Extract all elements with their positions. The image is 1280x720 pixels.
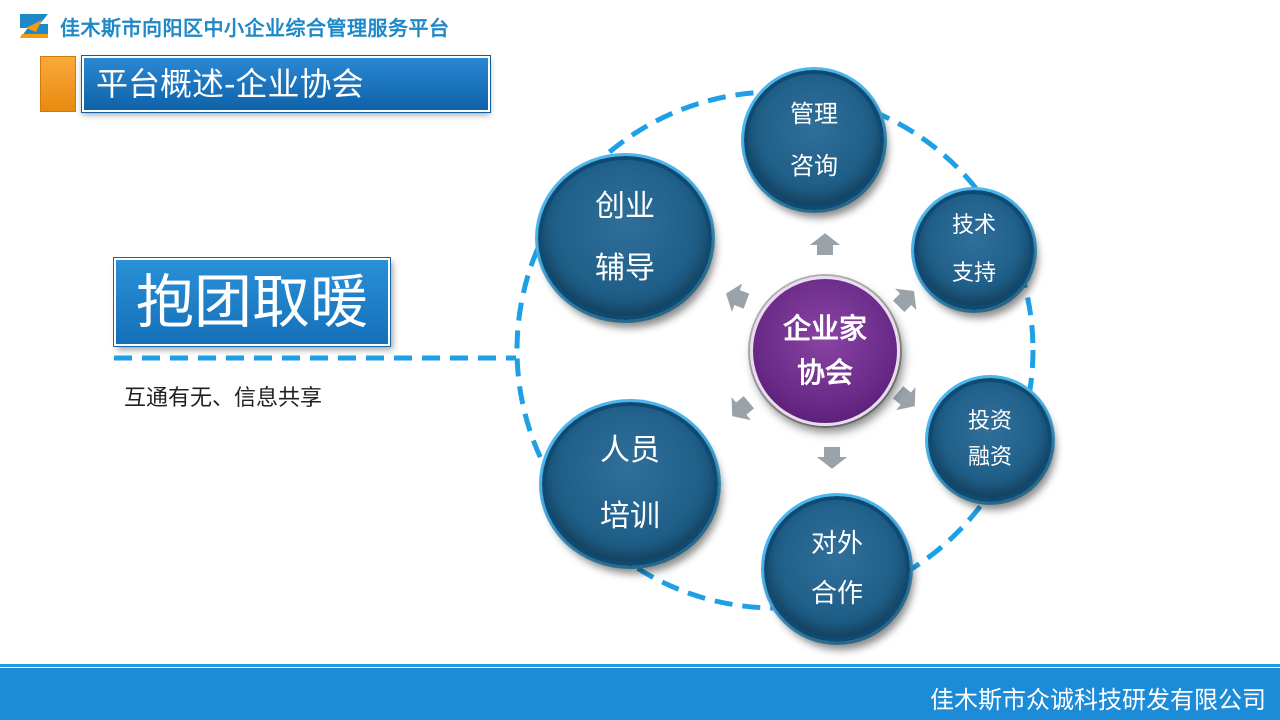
node-tech-line1: 技术 xyxy=(951,213,996,238)
platform-logo-icon xyxy=(18,10,52,42)
arrow-up-icon xyxy=(804,230,846,257)
node-consulting-line1: 管理 xyxy=(790,100,838,128)
arrow-downright-icon xyxy=(890,381,918,414)
node-consulting-line2: 咨询 xyxy=(790,152,838,180)
arrow-downleft-icon xyxy=(729,391,757,424)
center-node-line2: 协会 xyxy=(796,356,853,389)
center-node: 企业家 协会 xyxy=(750,276,900,426)
arrow-upleft-icon xyxy=(723,278,752,318)
node-cooperation-line1: 对外 xyxy=(810,529,863,559)
footer-bar xyxy=(0,668,1280,720)
node-finance-line1: 投资 xyxy=(967,409,1012,434)
node-training-line2: 培训 xyxy=(600,499,660,534)
node-startup-line1: 创业 xyxy=(595,189,655,224)
arrow-upright-icon xyxy=(889,285,920,316)
node-tech: 技术 支持 xyxy=(914,190,1034,310)
arrow-down-icon xyxy=(811,445,853,472)
section-title: 平台概述-企业协会 xyxy=(81,55,491,113)
node-consulting: 管理 咨询 xyxy=(744,70,884,210)
node-tech-line2: 支持 xyxy=(951,261,996,286)
center-node-line1: 企业家 xyxy=(782,312,867,345)
node-training: 人员 培训 xyxy=(542,402,718,566)
footer-company: 佳木斯市众诚科技研发有限公司 xyxy=(930,686,1266,714)
slogan-subtitle: 互通有无、信息共享 xyxy=(124,386,323,411)
node-cooperation-line2: 合作 xyxy=(810,579,863,609)
node-cooperation: 对外 合作 xyxy=(764,496,910,642)
app-title: 佳木斯市向阳区中小企业综合管理服务平台 xyxy=(60,16,450,40)
slogan-title: 抱团取暖 xyxy=(113,257,391,347)
node-startup: 创业 辅导 xyxy=(538,156,712,320)
node-finance-line2: 融资 xyxy=(967,445,1012,470)
section-marker xyxy=(40,56,76,112)
footer-divider xyxy=(0,664,1280,667)
node-startup-line2: 辅导 xyxy=(595,251,655,286)
node-finance: 投资 融资 xyxy=(928,378,1052,502)
node-training-line1: 人员 xyxy=(600,433,660,468)
